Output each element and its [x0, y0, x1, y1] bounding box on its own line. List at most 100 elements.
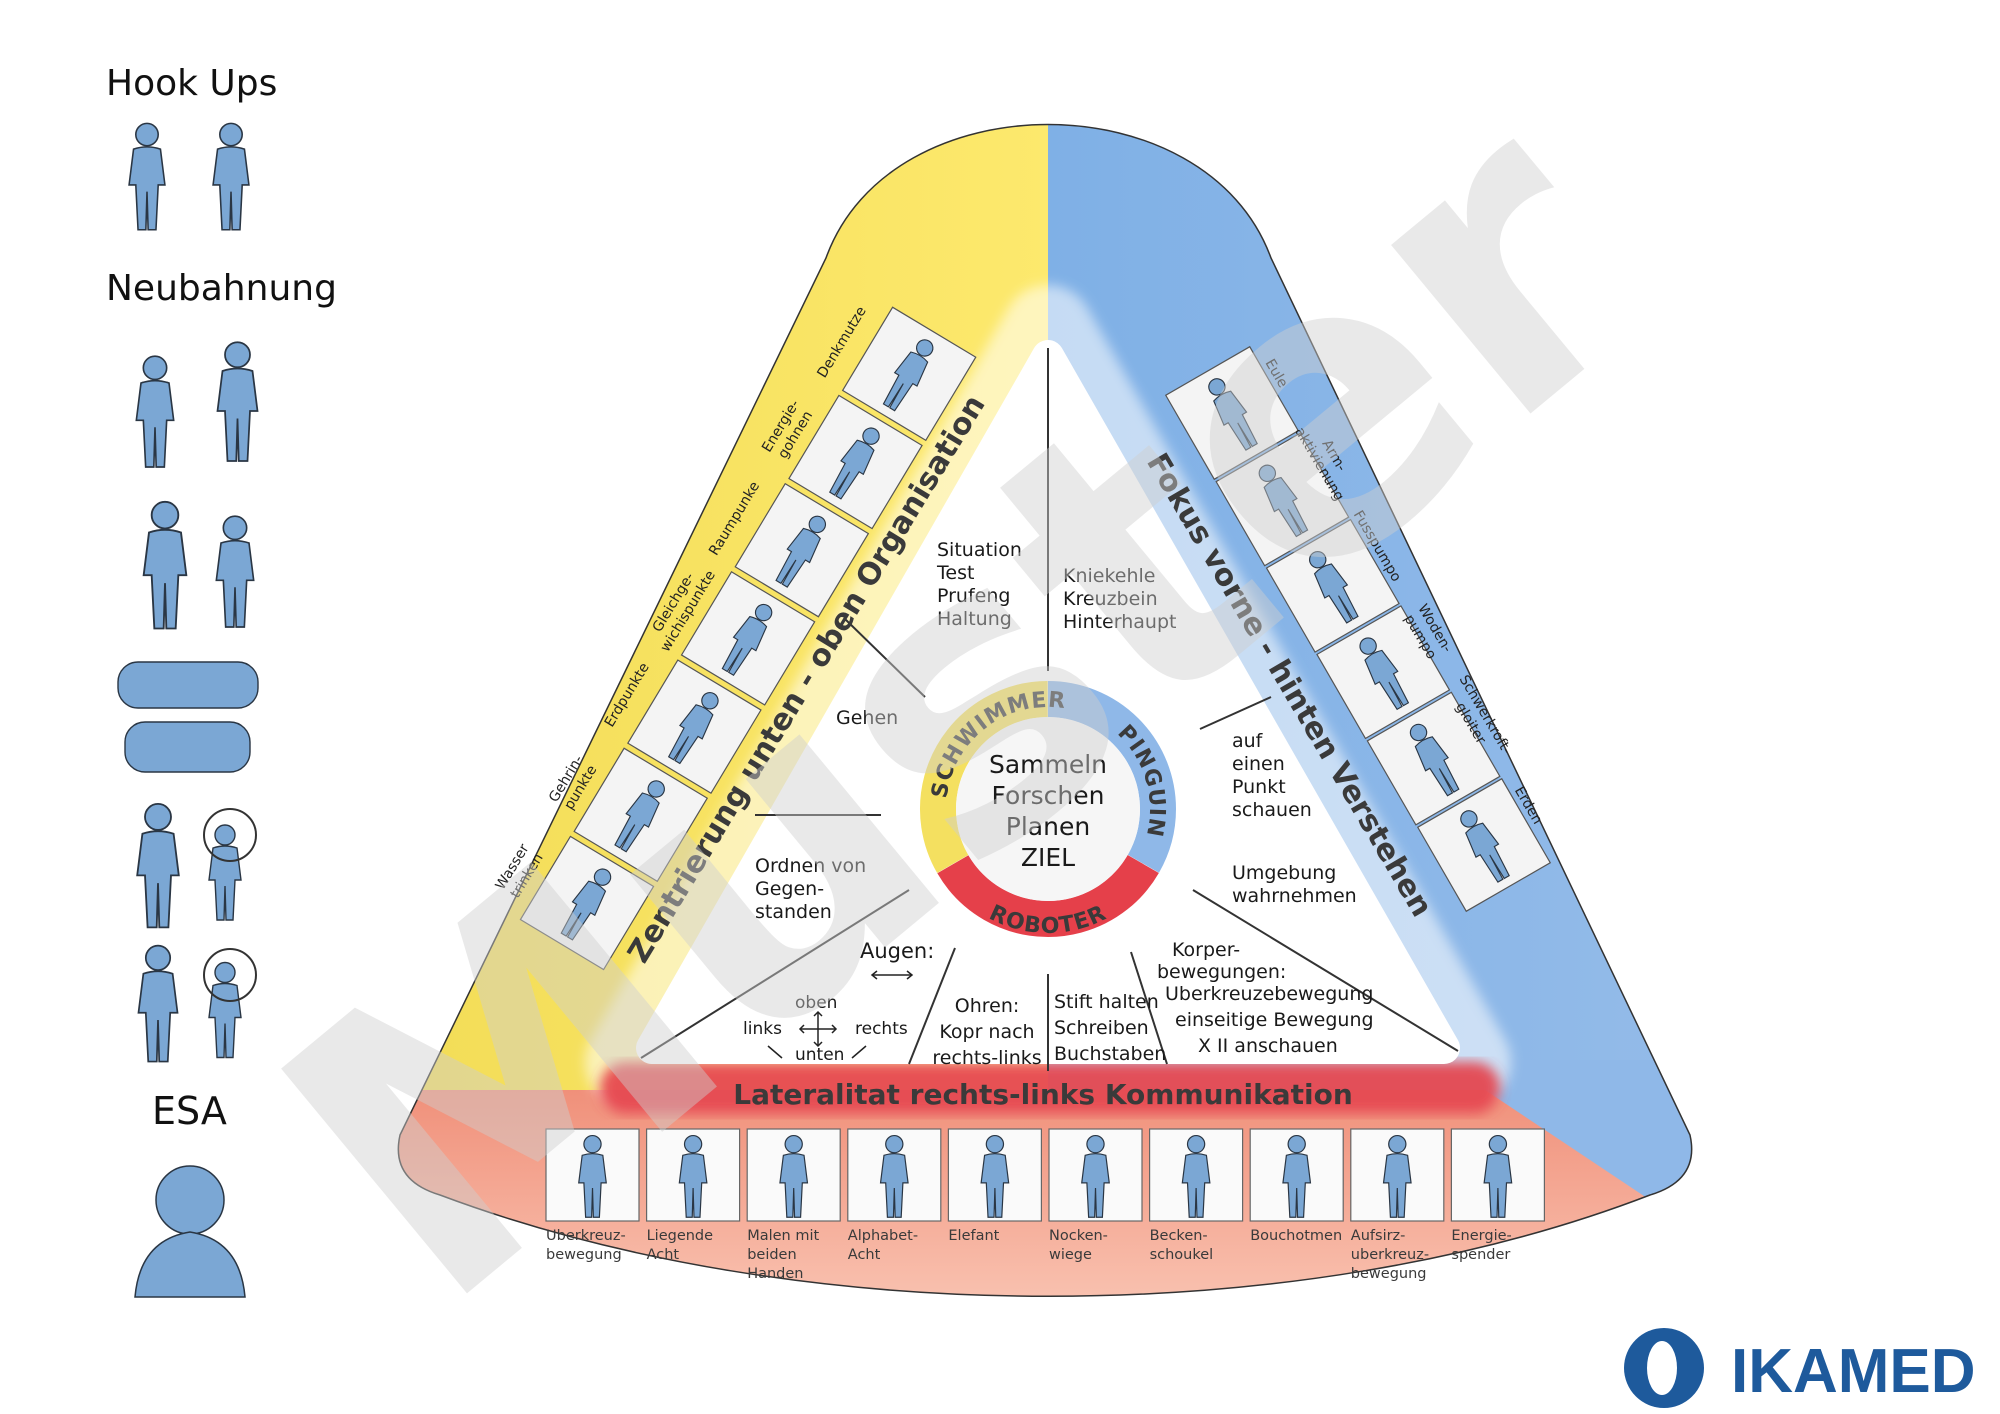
bottom-exercise-label-line: Acht	[848, 1247, 881, 1263]
bottom-exercise-label: Elefant	[948, 1228, 999, 1244]
eyes-down: unten	[795, 1045, 844, 1065]
left-exercise-strip: WassertrinkenGehrin-punkteErdpunkteGleic…	[493, 304, 977, 971]
note-korper: Korper-	[1172, 939, 1240, 961]
eyes-right: rechts	[855, 1019, 908, 1039]
note-umgebung-line: wahrnehmen	[1232, 885, 1357, 907]
note-stift-line: Stift halten	[1054, 991, 1159, 1013]
bottom-exercise-label-line: schoukel	[1150, 1247, 1214, 1263]
bottom-exercise-label-line: Nocken-	[1049, 1228, 1108, 1244]
bottom-exercise-label-line: uberkreuz-	[1351, 1247, 1429, 1263]
heading-hook-ups: Hook Ups	[106, 63, 277, 104]
note-punkt-line: Punkt	[1232, 776, 1286, 798]
ring-segment-blue	[920, 681, 1176, 937]
left-exercise-tile	[627, 659, 762, 794]
lateral-band	[600, 1062, 1500, 1114]
bottom-exercise-tile: Elefant	[947, 1128, 1043, 1244]
note-situation-line: Haltung	[937, 608, 1012, 630]
eyes-title: Augen:	[860, 939, 934, 963]
left-exercise-tile	[573, 747, 709, 883]
bottom-exercise-label: Alphabet-Acht	[848, 1228, 918, 1263]
outer-outline	[397, 123, 1693, 1297]
left-exercise-tile	[680, 571, 816, 706]
right-exercise-tile	[1366, 691, 1501, 826]
logo-text: IKAMED	[1731, 1337, 1976, 1406]
ring-segment-yellow	[920, 681, 1177, 937]
eye-arrows-icon	[767, 970, 914, 1059]
esa-illustration	[134, 1165, 246, 1298]
bottom-exercise-label-line: Liegende	[647, 1228, 714, 1244]
note-situation-line: Prufeng	[937, 585, 1010, 607]
hook-ups-illustration	[128, 122, 250, 231]
note-kniekehle-line: Hinterhaupt	[1063, 611, 1176, 633]
bottom-exercise-label-line: Uberkreuz-	[546, 1228, 626, 1244]
note-gehen-line: Gehen	[836, 707, 898, 729]
bottom-exercise-label-line: bewegung	[1351, 1266, 1427, 1282]
note-ordnen-line: Ordnen von	[755, 855, 866, 877]
center-goal-text-line: Forschen	[992, 781, 1105, 810]
note-stift-line: Buchstaben	[1054, 1043, 1166, 1065]
left-exercise-tile	[788, 394, 923, 530]
note-kniekehle-line: Kniekehle	[1063, 565, 1156, 587]
note-situation-line: Test	[936, 562, 974, 584]
note-punkt-line: auf	[1232, 730, 1264, 752]
eyes-up: oben	[795, 993, 837, 1013]
center-goal-text-line: ZIEL	[1021, 843, 1075, 872]
divider-lines	[640, 348, 1459, 1071]
left-exercise-tile	[841, 306, 977, 442]
neubahnung-illustrations	[117, 341, 259, 1063]
bottom-exercise-label-line: bewegung	[546, 1247, 622, 1263]
bottom-exercise-tile: Alphabet-Acht	[847, 1128, 942, 1263]
ring-segment-red	[920, 681, 1176, 937]
right-exercise-tile	[1215, 432, 1350, 567]
eyes-left: links	[743, 1019, 782, 1039]
bottom-exercise-label-line: Acht	[647, 1247, 680, 1263]
bottom-exercise-label: Aufsirz-uberkreuz-bewegung	[1351, 1228, 1429, 1282]
right-exercise-tile	[1265, 518, 1400, 653]
bottom-exercise-tile: Becken-schoukel	[1148, 1128, 1244, 1263]
band-title-bottom: Lateralitat rechts-links Kommunikation	[733, 1078, 1353, 1111]
note-stift-line: Schreiben	[1054, 1017, 1149, 1039]
bottom-exercise-label-line: Becken-	[1150, 1228, 1208, 1244]
note-situation-line: Situation	[937, 539, 1022, 561]
bottom-exercise-label-line: Malen mit	[747, 1228, 819, 1244]
note-punkt-line: einen	[1232, 753, 1285, 775]
blue-corner	[1440, 1060, 1692, 1220]
bottom-exercise-tile: Uberkreuz-bewegung	[545, 1128, 640, 1263]
bottom-exercise-label: Bouchotmen	[1250, 1228, 1342, 1244]
bottom-exercise-label-line: Energie-	[1451, 1228, 1511, 1244]
note-kniekehle-line: Kreuzbein	[1063, 588, 1158, 610]
bottom-exercise-tile: Aufsirz-uberkreuz-bewegung	[1350, 1128, 1445, 1282]
right-exercise-tile	[1416, 777, 1552, 913]
note-korper: Uberkreuzebewegung	[1165, 983, 1373, 1005]
ikamed-logo: IKAMED	[1624, 1328, 1976, 1408]
note-ordnen-line: standen	[755, 901, 832, 923]
note-korper: einseitige Bewegung	[1175, 1009, 1374, 1031]
bottom-exercise-tile: Nocken-wiege	[1048, 1128, 1143, 1263]
note-ohren-line: Kopr nach	[939, 1021, 1034, 1043]
bottom-exercise-label: Uberkreuz-bewegung	[546, 1228, 626, 1263]
bottom-exercise-label: Nocken-wiege	[1049, 1228, 1108, 1263]
note-korper: bewegungen:	[1157, 961, 1286, 983]
bottom-exercise-label: Becken-schoukel	[1150, 1228, 1214, 1263]
bottom-exercise-label-line: Bouchotmen	[1250, 1228, 1342, 1244]
note-umgebung-line: Umgebung	[1232, 862, 1336, 884]
center-goal-text-line: Sammeln	[989, 750, 1107, 779]
bottom-exercise-label-line: Elefant	[948, 1228, 999, 1244]
heading-esa: ESA	[152, 1089, 227, 1133]
bottom-exercise-tile: Bouchotmen	[1249, 1128, 1344, 1244]
note-ohren-line: Ohren:	[955, 995, 1020, 1017]
